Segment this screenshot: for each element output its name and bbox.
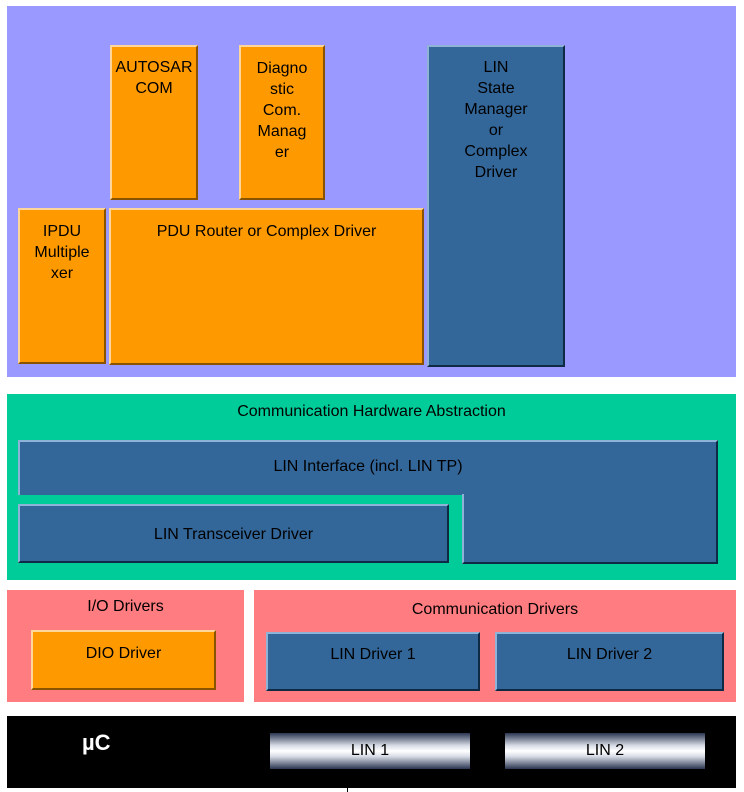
io-drivers-title: I/O Drivers	[87, 598, 164, 615]
ipdu-multiplexer-module: IPDU Multiple xer	[18, 208, 106, 364]
autosar-com-module: AUTOSAR COM	[110, 45, 198, 200]
autosar-com-label: AUTOSAR COM	[115, 59, 193, 97]
lin-transceiver-driver-module: LIN Transceiver Driver	[18, 504, 449, 563]
lin-driver-1-label: LIN Driver 1	[330, 646, 416, 663]
pdu-router-module: PDU Router or Complex Driver	[109, 208, 424, 365]
lin-transceiver-driver-label: LIN Transceiver Driver	[153, 526, 314, 543]
diagnostic-com-manager-module: Diagno stic Com. Manag er	[239, 45, 325, 200]
lin-driver-1-module: LIN Driver 1	[266, 632, 480, 691]
lin-state-manager-module: LIN State Manager or Complex Driver	[427, 45, 565, 367]
lin-2-bus: LIN 2	[505, 733, 705, 769]
ipdu-multiplexer-label: IPDU Multiple xer	[34, 223, 90, 282]
hardware-abstraction-title: Communication Hardware Abstraction	[237, 403, 506, 420]
lin-interface-module: LIN Interface (incl. LIN TP)	[18, 440, 718, 495]
microcontroller-label: µC	[82, 730, 111, 755]
dio-driver-label: DIO Driver	[85, 645, 162, 662]
lin-driver-2-module: LIN Driver 2	[495, 632, 724, 691]
pdu-router-label: PDU Router or Complex Driver	[156, 223, 377, 240]
communication-drivers-title: Communication Drivers	[411, 601, 579, 618]
lin-driver-2-label: LIN Driver 2	[566, 646, 653, 663]
lin-interface-extension	[462, 494, 718, 564]
dio-driver-module: DIO Driver	[31, 630, 216, 690]
diagnostic-com-manager-label: Diagno stic Com. Manag er	[256, 60, 308, 161]
lin-interface-label: LIN Interface (incl. LIN TP)	[273, 458, 463, 475]
lin-1-bus: LIN 1	[270, 733, 470, 769]
bottom-connector-line	[347, 786, 348, 792]
lin-state-manager-label: LIN State Manager or Complex Driver	[464, 59, 528, 181]
